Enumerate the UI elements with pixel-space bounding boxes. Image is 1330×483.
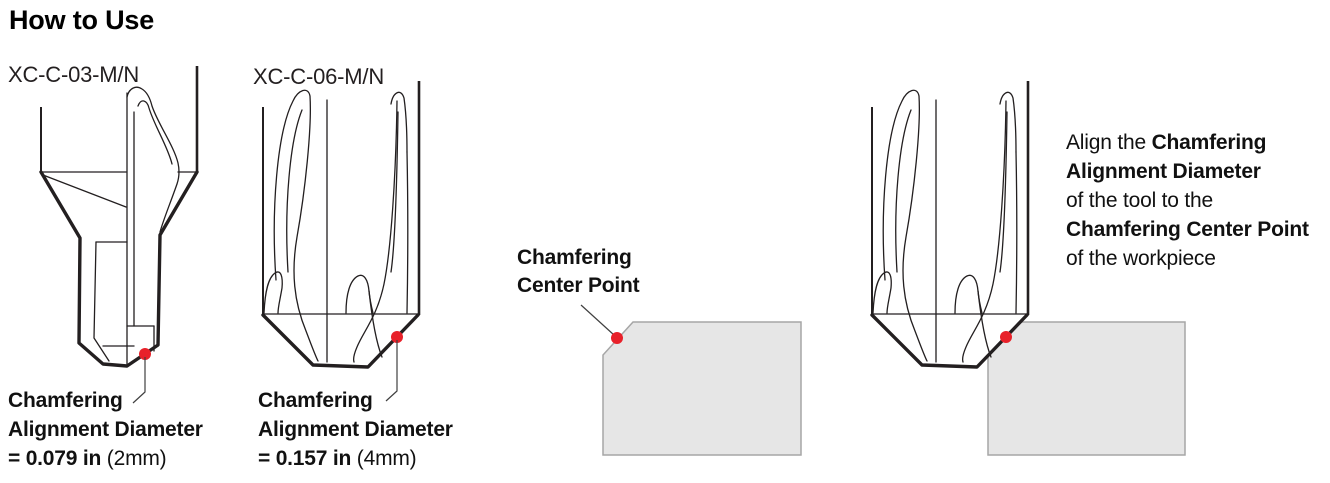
workpiece-block (987, 321, 1186, 456)
instruction-plain-1: Align the (1066, 131, 1152, 154)
callout-line-2: Alignment Diameter (8, 418, 203, 441)
instruction-plain-3: of the workpiece (1066, 247, 1216, 270)
aligned-tool-drawing (870, 79, 1030, 369)
center-point-line-2: Center Point (517, 274, 640, 297)
alignment-diameter-marker-03 (139, 348, 151, 360)
callout-line-2: Alignment Diameter (258, 418, 453, 441)
callout-value-metric: (2mm) (106, 447, 167, 470)
callout-value-metric: (4mm) (356, 447, 417, 470)
workpiece-drawing (580, 304, 802, 456)
center-point-line-1: Chamfering (517, 246, 632, 269)
callout-value-bold: = 0.157 in (258, 447, 352, 470)
alignment-instruction: Align the Chamfering Alignment Diameter … (1066, 128, 1309, 273)
tool-model-label-03: XC-C-03-M/N (8, 62, 140, 87)
alignment-diameter-callout-06: Chamfering Alignment Diameter = 0.157 in… (258, 386, 453, 473)
tool-model-label-06: XC-C-06-M/N (253, 64, 385, 89)
tool-drawing-xc-c-06 (261, 81, 421, 369)
callout-line-1: Chamfering (8, 389, 123, 412)
instruction-plain-2: of the tool to the (1066, 189, 1214, 212)
alignment-example-drawing (870, 79, 1186, 456)
leader-line-tool-06 (385, 340, 398, 402)
leader-line-tool-03 (132, 357, 146, 404)
instruction-bold-2: Alignment Diameter (1066, 160, 1261, 183)
callout-value-bold: = 0.079 in (8, 447, 102, 470)
leader-line-center-point (580, 304, 615, 336)
alignment-diameter-callout-03: Chamfering Alignment Diameter = 0.079 in… (8, 386, 203, 473)
instruction-bold-3: Chamfering Center Point (1066, 218, 1309, 241)
page-title: How to Use (9, 5, 155, 35)
chamfering-center-point-marker (611, 332, 623, 344)
alignment-diameter-marker-06 (391, 331, 403, 343)
instruction-bold-1: Chamfering (1151, 131, 1267, 154)
callout-line-1: Chamfering (258, 389, 373, 412)
tool-drawing-xc-c-03 (39, 66, 199, 368)
center-point-callout: Chamfering Center Point (517, 244, 640, 300)
